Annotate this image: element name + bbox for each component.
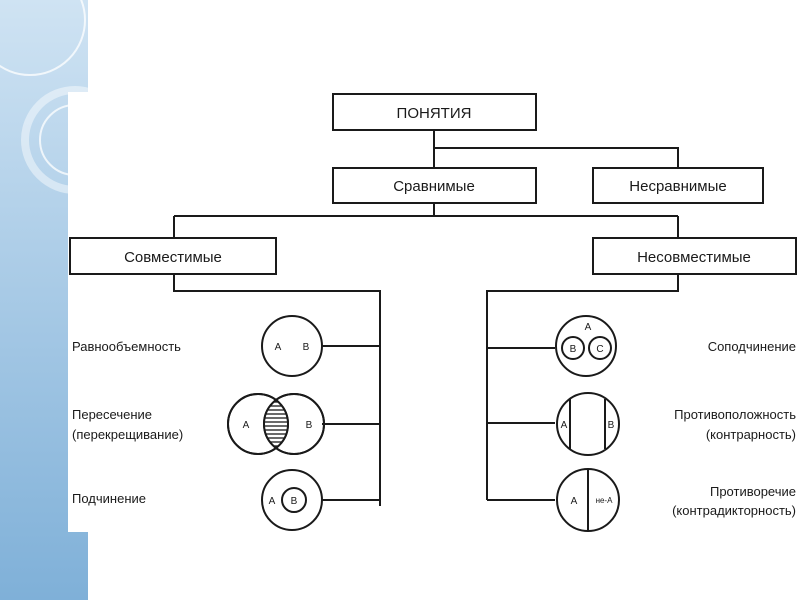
box-compatible-label: Совместимые xyxy=(124,249,222,266)
box-incompatible: Несовместимые xyxy=(592,237,797,275)
subordination-label-b: B xyxy=(291,496,298,507)
box-comparable: Сравнимые xyxy=(332,167,537,204)
cosubordination-circle-diagram: A B C xyxy=(555,315,617,377)
box-root-label: ПОНЯТИЯ xyxy=(397,105,472,122)
relation-contrariety-sublabel: (контрарность) xyxy=(706,427,796,442)
intersection-circle-diagram: A B xyxy=(227,393,325,455)
contrariety-label-b: B xyxy=(608,420,615,431)
cosubordination-label-a: A xyxy=(585,322,592,333)
box-incompatible-label: Несовместимые xyxy=(637,249,751,266)
subordination-circle-diagram: A B xyxy=(261,469,323,531)
intersection-label-b: B xyxy=(306,420,313,431)
box-compatible: Совместимые xyxy=(69,237,277,275)
cosubordination-label-b: B xyxy=(570,344,577,355)
equivalence-circle-diagram: A B xyxy=(261,315,323,377)
box-comparable-label: Сравнимые xyxy=(393,178,475,195)
contrariety-circle-diagram: A B xyxy=(556,392,620,456)
relation-subordination-label: Подчинение xyxy=(72,491,146,506)
equivalence-label-a: A xyxy=(275,342,282,353)
equivalence-label-b: B xyxy=(303,342,310,353)
relation-contrariety-label: Противоположность xyxy=(674,407,796,422)
cosubordination-label-c: C xyxy=(596,344,603,355)
box-incomparable-label: Несравнимые xyxy=(629,178,726,195)
relation-intersection-label: Пересечение xyxy=(72,407,152,422)
box-incomparable: Несравнимые xyxy=(592,167,764,204)
contradiction-circle-diagram: A не-A xyxy=(556,468,620,532)
contradiction-label-a: A xyxy=(571,496,578,507)
relation-equivalence-label: Равнообъемность xyxy=(72,339,181,354)
subordination-label-a: A xyxy=(269,496,276,507)
intersection-label-a: A xyxy=(243,420,250,431)
contrariety-label-a: A xyxy=(561,420,568,431)
connector-lines xyxy=(173,130,679,506)
contradiction-label-not-a: не-A xyxy=(596,496,614,505)
relation-contradiction-sublabel: (контрадикторность) xyxy=(672,503,796,518)
relation-contradiction-label: Противоречие xyxy=(710,484,796,499)
relation-intersection-sublabel: (перекрещивание) xyxy=(72,427,183,442)
relation-cosubordination-label: Соподчинение xyxy=(708,339,796,354)
box-root: ПОНЯТИЯ xyxy=(332,93,537,131)
intersection-hatch xyxy=(264,394,288,454)
